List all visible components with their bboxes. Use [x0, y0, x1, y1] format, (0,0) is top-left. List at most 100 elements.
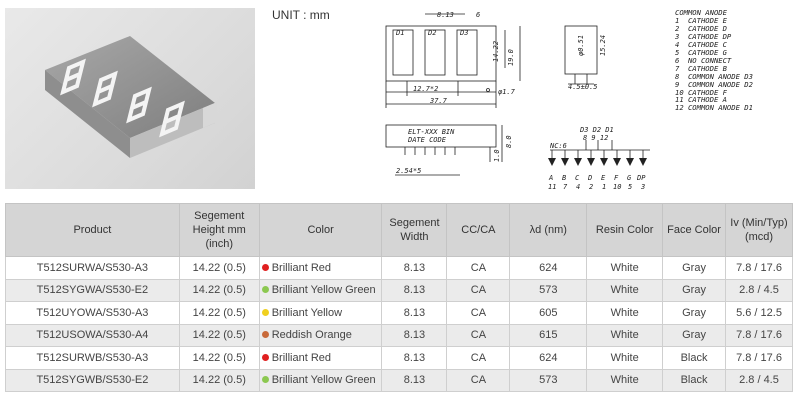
- color-dot-icon: [261, 308, 269, 316]
- bottom-view-outline: [385, 124, 497, 148]
- cell-product: T512SYGWB/S530-E2: [5, 368, 180, 392]
- cell-cc: CA: [446, 256, 511, 280]
- pin-list-item: 10 CATHODE F: [675, 87, 727, 97]
- cell-face: Black: [662, 346, 726, 370]
- product-photo: [5, 8, 255, 189]
- pin-list-item: 5 CATHODE G: [675, 47, 727, 57]
- circuit-pin-numbers: 11 7 4 2 1 10 5 3: [548, 183, 645, 191]
- cell-cc: CA: [446, 346, 511, 370]
- circuit-pin-f: 10: [613, 183, 621, 191]
- cell-width: 8.13: [381, 278, 448, 302]
- cell-width: 8.13: [381, 368, 448, 392]
- cell-resin: White: [586, 278, 664, 302]
- cell-face: Gray: [662, 256, 726, 280]
- cell-height: 14.22 (0.5): [178, 256, 260, 280]
- dim-side-a: φ0.51: [577, 35, 585, 56]
- dim-height-b: 19.0: [507, 49, 515, 66]
- seg-label-d1: D1: [395, 29, 404, 37]
- color-name: Brilliant Yellow: [271, 306, 343, 319]
- color-dot-icon: [261, 376, 269, 384]
- cell-height: 14.22 (0.5): [178, 368, 260, 392]
- pin-list-item: 4 CATHODE C: [675, 39, 727, 49]
- col-header-color: Color: [258, 203, 383, 257]
- cell-iv: 2.8 / 4.5: [725, 278, 793, 302]
- pin-list-item: 6 NO CONNECT: [675, 55, 732, 65]
- pin-list-item: 2 CATHODE D: [675, 23, 727, 33]
- table-header-row: Product Segement Height mm (inch) Color …: [5, 203, 793, 257]
- cell-resin: White: [586, 323, 664, 347]
- col-header-height: Segement Height mm (inch): [178, 203, 260, 257]
- cell-product: T512SURWA/S530-A3: [5, 256, 180, 280]
- circuit-seg-d: D: [587, 174, 592, 182]
- color-name: Brilliant Red: [271, 261, 332, 274]
- pin-list-item: 7 CATHODE B: [675, 63, 727, 73]
- circuit-seg-e: E: [601, 174, 606, 182]
- cell-iv: 7.8 / 17.6: [725, 256, 793, 280]
- dim-seg-width: 8.13: [437, 11, 454, 19]
- cell-color: Brilliant Yellow Green: [258, 278, 383, 302]
- circuit-seg-b: B: [562, 174, 566, 182]
- dim-six: 6: [476, 11, 480, 19]
- cell-wavelength: 573: [509, 368, 588, 392]
- col-header-iv: Iv (Min/Typ) (mcd): [725, 203, 793, 257]
- cell-product: T512USOWA/S530-A4: [5, 323, 180, 347]
- color-name: Brilliant Yellow Green: [271, 374, 376, 387]
- cell-cc: CA: [446, 301, 511, 325]
- cell-width: 8.13: [381, 323, 448, 347]
- cell-iv: 7.8 / 17.6: [725, 346, 793, 370]
- cell-face: Gray: [662, 278, 726, 302]
- cell-color: Brilliant Yellow: [258, 301, 383, 325]
- cell-wavelength: 624: [509, 346, 588, 370]
- circuit-seg-f: F: [614, 174, 619, 182]
- dim-thick-a: 1.0: [493, 149, 501, 162]
- pin-list-title: COMMON ANODE: [675, 8, 727, 17]
- cell-resin: White: [586, 346, 664, 370]
- cell-resin: White: [586, 368, 664, 392]
- product-table: Product Segement Height mm (inch) Color …: [5, 203, 793, 392]
- cell-color: Brilliant Red: [258, 256, 383, 280]
- cell-wavelength: 573: [509, 278, 588, 302]
- cell-face: Gray: [662, 301, 726, 325]
- col-header-cc: CC/CA: [446, 203, 511, 257]
- col-header-product: Product: [5, 203, 180, 257]
- cell-color: Brilliant Red: [258, 346, 383, 370]
- circuit-seg-dp: DP: [636, 174, 646, 182]
- circuit-pin-c: 4: [576, 183, 580, 191]
- cell-width: 8.13: [381, 346, 448, 370]
- dim-thick-b: 8.0: [505, 135, 513, 148]
- cell-wavelength: 615: [509, 323, 588, 347]
- dim-height-a: 14.22: [492, 41, 500, 62]
- cell-iv: 5.6 / 12.5: [725, 301, 793, 325]
- color-dot-icon: [261, 353, 269, 361]
- dim-pin-dia: φ1.7: [498, 88, 516, 96]
- cell-color: Reddish Orange: [258, 323, 383, 347]
- unit-label: UNIT : mm: [272, 8, 330, 22]
- pin-list-item: 8 COMMON ANODE D3: [675, 71, 753, 81]
- circuit-seg-labels: A B C D E F G DP: [548, 174, 646, 182]
- dim-length: 37.7: [429, 97, 448, 105]
- col-header-resin: Resin Color: [586, 203, 664, 257]
- dim-side-c: 4.5±0.5: [568, 83, 598, 91]
- col-header-width: Segement Width: [381, 203, 448, 257]
- cell-iv: 7.8 / 17.6: [725, 323, 793, 347]
- color-dot-icon: [261, 286, 269, 294]
- cell-height: 14.22 (0.5): [178, 346, 260, 370]
- circuit-nc: NC:6: [549, 142, 567, 150]
- color-dot-icon: [261, 263, 269, 271]
- cell-face: Black: [662, 368, 726, 392]
- cell-resin: White: [586, 256, 664, 280]
- cell-cc: CA: [446, 368, 511, 392]
- cell-wavelength: 605: [509, 301, 588, 325]
- col-header-face: Face Color: [662, 203, 726, 257]
- dim-lead-pitch: 2.54*5: [396, 167, 421, 175]
- circuit-common-pins: 8 9 12: [583, 134, 608, 142]
- circuit-pin-d: 2: [589, 183, 593, 191]
- pin-list-item: 1 CATHODE E: [675, 15, 727, 25]
- cell-width: 8.13: [381, 301, 448, 325]
- circuit-seg-c: C: [575, 174, 580, 182]
- color-name: Reddish Orange: [271, 329, 352, 342]
